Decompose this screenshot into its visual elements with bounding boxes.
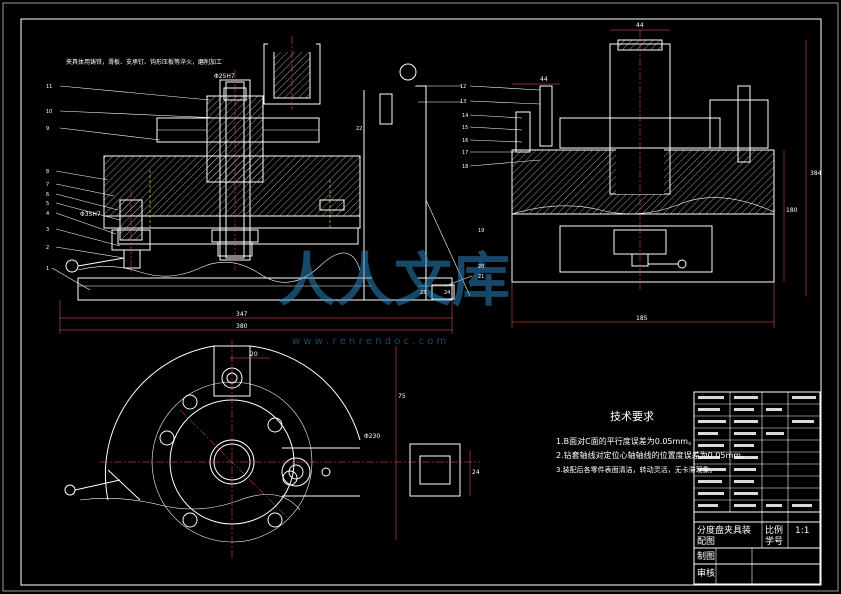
title-drawn-by: 制图 (697, 550, 715, 562)
part-balloon-23: 23 (420, 290, 426, 296)
title-scale-value: 1:1 (795, 526, 809, 536)
part-balloon-8: 8 (46, 169, 49, 175)
plan-view (64, 340, 480, 560)
inner-border (20, 18, 822, 586)
front-view (51, 36, 473, 334)
title-block (693, 391, 821, 585)
dim-plan-c: 24 (472, 469, 480, 476)
part-balloon-1: 1 (46, 266, 49, 272)
part-balloon-22: 22 (356, 126, 362, 132)
dim-front-total: 380 (236, 323, 248, 330)
part-balloon-17: 17 (462, 150, 468, 156)
dim-side-height: 384 (810, 170, 822, 177)
part-balloon-19: 19 (478, 228, 484, 234)
side-view (469, 29, 807, 328)
dim-front-inner: 347 (236, 311, 248, 318)
title-scale-label: 比例 (765, 524, 783, 536)
watermark-url: w w w . r e n r e n d o c . c o m (292, 336, 446, 347)
dim-side-mid: 180 (786, 207, 798, 214)
dim-side-width: 44 (540, 76, 548, 83)
dim-fit-mid: Φ35H7 (80, 211, 101, 218)
watermark-text: 人人文库 (278, 246, 510, 314)
part-balloon-9: 9 (46, 126, 49, 132)
dim-plan-b: 75 (398, 393, 406, 400)
part-balloon-14: 14 (462, 113, 468, 119)
top-note: 夹具体用铸铁，滑板、支承钉、钩形压板等淬火，磨削加工 (66, 58, 222, 66)
part-balloon-5: 5 (46, 201, 49, 207)
dim-plan-a: 20 (250, 351, 258, 358)
part-balloon-4: 4 (46, 211, 49, 217)
title-student-no: 学号 (765, 535, 783, 547)
part-balloon-13: 13 (460, 99, 466, 105)
tech-heading: 技术要求 (610, 410, 654, 423)
part-balloon-20: 20 (478, 264, 484, 270)
dim-side-top: 44 (636, 22, 644, 29)
part-balloon-16: 16 (462, 138, 468, 144)
balloon-numbers-left: 1 2 3 4 5 6 7 8 9 10 11 (46, 84, 52, 272)
tech-item-3: 3.装配后各零件表面清洁，转动灵活，无卡滞现象。 (556, 465, 717, 474)
part-balloon-21: 21 (478, 274, 484, 280)
dim-fit-top: Φ25H7 (214, 73, 235, 80)
title-name-2: 配图 (697, 536, 715, 547)
part-balloon-10: 10 (46, 109, 52, 115)
part-balloon-15: 15 (462, 125, 468, 131)
title-name-1: 分度盘夹具装 (697, 524, 751, 536)
part-balloon-24: 24 (444, 290, 450, 296)
part-balloon-11: 11 (46, 84, 52, 90)
part-balloon-7: 7 (46, 182, 49, 188)
tech-item-1: 1.B面对C面的平行度误差为0.05mm。 (556, 436, 696, 446)
dim-side-base: 185 (636, 315, 648, 322)
part-balloon-3: 3 (46, 227, 49, 233)
balloon-numbers-right: 12 13 14 15 16 17 18 19 20 21 22 23 24 (356, 84, 484, 296)
title-checked-by: 审核 (697, 567, 715, 579)
dim-plan-angle: Φ230 (364, 433, 380, 440)
part-balloon-6: 6 (46, 192, 49, 198)
part-balloon-18: 18 (462, 164, 468, 170)
tech-item-2: 2.钻套轴线对定位心轴轴线的位置度误差为0.05mm。 (556, 450, 749, 460)
part-balloon-12: 12 (460, 84, 466, 90)
part-balloon-2: 2 (46, 245, 49, 251)
